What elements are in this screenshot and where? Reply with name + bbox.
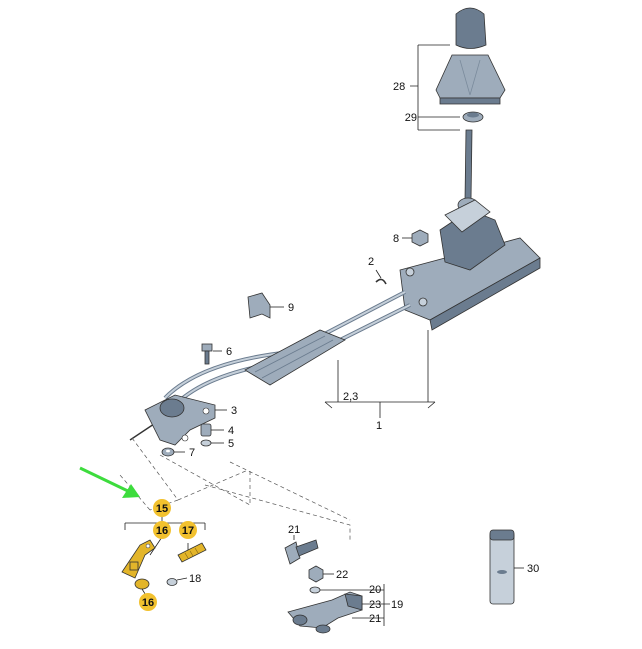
bracket-1-23 — [324, 330, 436, 418]
callout-5: 5 — [228, 438, 234, 450]
callout-9: 9 — [288, 302, 294, 314]
shift-cables[interactable] — [129, 290, 411, 441]
grease-tube-30[interactable] — [489, 529, 515, 605]
callout-21-upper: 21 — [288, 524, 300, 536]
badge-16-upper: 16 — [153, 521, 171, 539]
callout-28: 28 — [393, 81, 405, 93]
selector-lever-15[interactable] — [121, 539, 156, 579]
circlip-18[interactable] — [166, 578, 178, 586]
bolt-6[interactable] — [201, 343, 213, 365]
callout-18: 18 — [189, 573, 201, 585]
callout-1: 1 — [376, 420, 382, 432]
bush-16-upper[interactable] — [129, 561, 139, 571]
bolt-21[interactable] — [284, 539, 319, 565]
callout-3: 3 — [231, 405, 237, 417]
callout-7: 7 — [189, 447, 195, 459]
bush-16-lower[interactable] — [134, 578, 150, 590]
bracket-9[interactable] — [247, 292, 271, 319]
callout-20: 20 — [369, 584, 381, 596]
nut-22[interactable] — [308, 565, 324, 583]
retaining-ring[interactable] — [462, 111, 484, 123]
clip-2[interactable] — [375, 278, 387, 285]
washer-7[interactable] — [161, 447, 175, 457]
shift-housing[interactable] — [399, 199, 541, 331]
gear-knob-boot[interactable] — [435, 7, 506, 105]
callout-6: 6 — [226, 346, 232, 358]
svg-text:15: 15 — [156, 503, 168, 515]
svg-text:16: 16 — [142, 597, 154, 609]
badge-16-lower: 16 — [139, 593, 157, 611]
callout-29: 29 — [405, 112, 417, 124]
dash-link-right — [159, 454, 351, 540]
svg-text:16: 16 — [156, 525, 168, 537]
washer-20[interactable] — [309, 586, 321, 594]
badge-15: 15 — [153, 499, 171, 517]
bush-4[interactable] — [200, 423, 212, 437]
sleeve-5[interactable] — [200, 439, 212, 447]
bracket-28-29 — [410, 44, 460, 131]
relay-lever-23[interactable] — [287, 591, 363, 634]
callout-2: 2 — [368, 256, 374, 268]
nut-8[interactable] — [411, 229, 429, 247]
pin-17[interactable] — [177, 542, 207, 563]
badge-17: 17 — [179, 521, 197, 539]
callout-4: 4 — [228, 425, 234, 437]
svg-text:17: 17 — [182, 525, 194, 537]
gearbox-bracket-3[interactable] — [144, 394, 216, 446]
green-arrow-icon — [79, 466, 140, 498]
callout-2-3: 2,3 — [343, 391, 358, 403]
bracket-19 — [320, 584, 390, 626]
callout-19: 19 — [391, 599, 403, 611]
callout-21-lower: 21 — [369, 613, 381, 625]
callout-23: 23 — [369, 599, 381, 611]
callout-30: 30 — [527, 563, 539, 575]
callout-8: 8 — [393, 233, 399, 245]
callout-22: 22 — [336, 569, 348, 581]
